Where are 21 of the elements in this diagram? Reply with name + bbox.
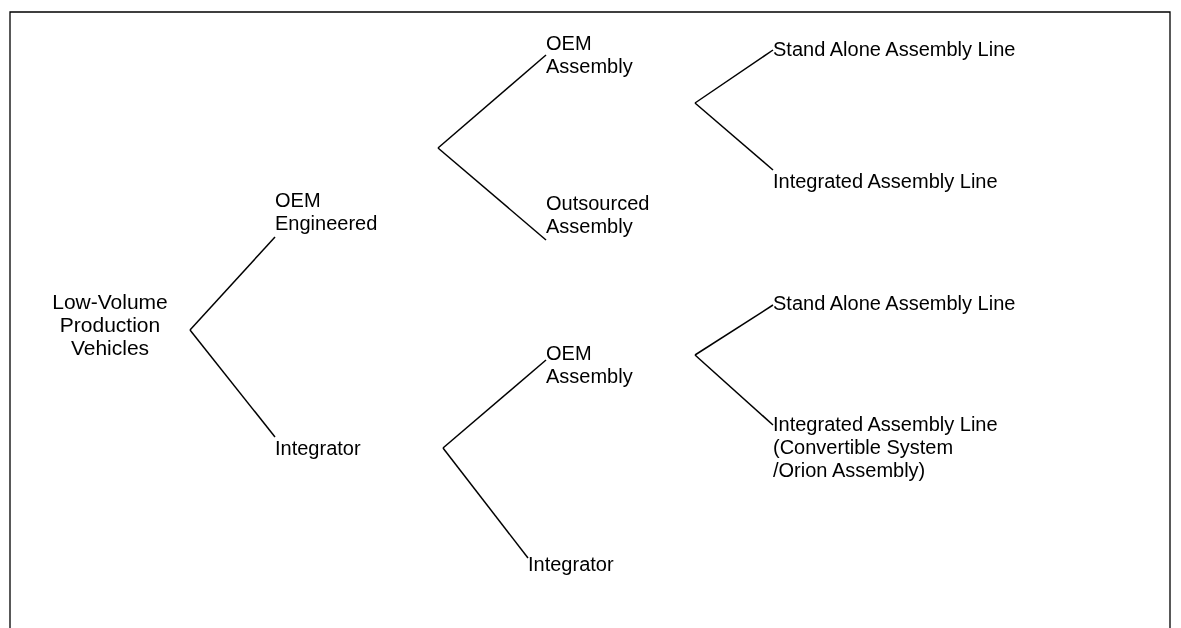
node-label: Integrator (275, 437, 362, 460)
node-label: OEM Assembly (546, 342, 634, 388)
branch-line (694, 49, 774, 104)
node-label: Stand Alone Assembly Line (773, 292, 1017, 315)
node-label: Stand Alone Assembly Line (773, 38, 1017, 61)
branch-line (442, 359, 547, 449)
node-label: Low-Volume Production Vehicles (51, 290, 169, 359)
node-label: Integrator (528, 553, 615, 576)
branch-line (694, 354, 774, 426)
node-label: Integrated Assembly Line (773, 170, 999, 193)
branch-line (437, 54, 547, 149)
node-label: Integrated Assembly Line (Convertible System /Orion Assembly) (773, 413, 999, 482)
branch-line (694, 102, 774, 171)
node-label: OEM Engineered (275, 189, 379, 235)
node-label: Outsourced Assembly (546, 192, 651, 238)
branch-line (189, 236, 276, 331)
branch-line (694, 304, 774, 356)
branch-line (437, 147, 547, 241)
node-label: OEM Assembly (546, 32, 634, 78)
branch-line (189, 329, 276, 438)
branch-line (442, 447, 529, 559)
